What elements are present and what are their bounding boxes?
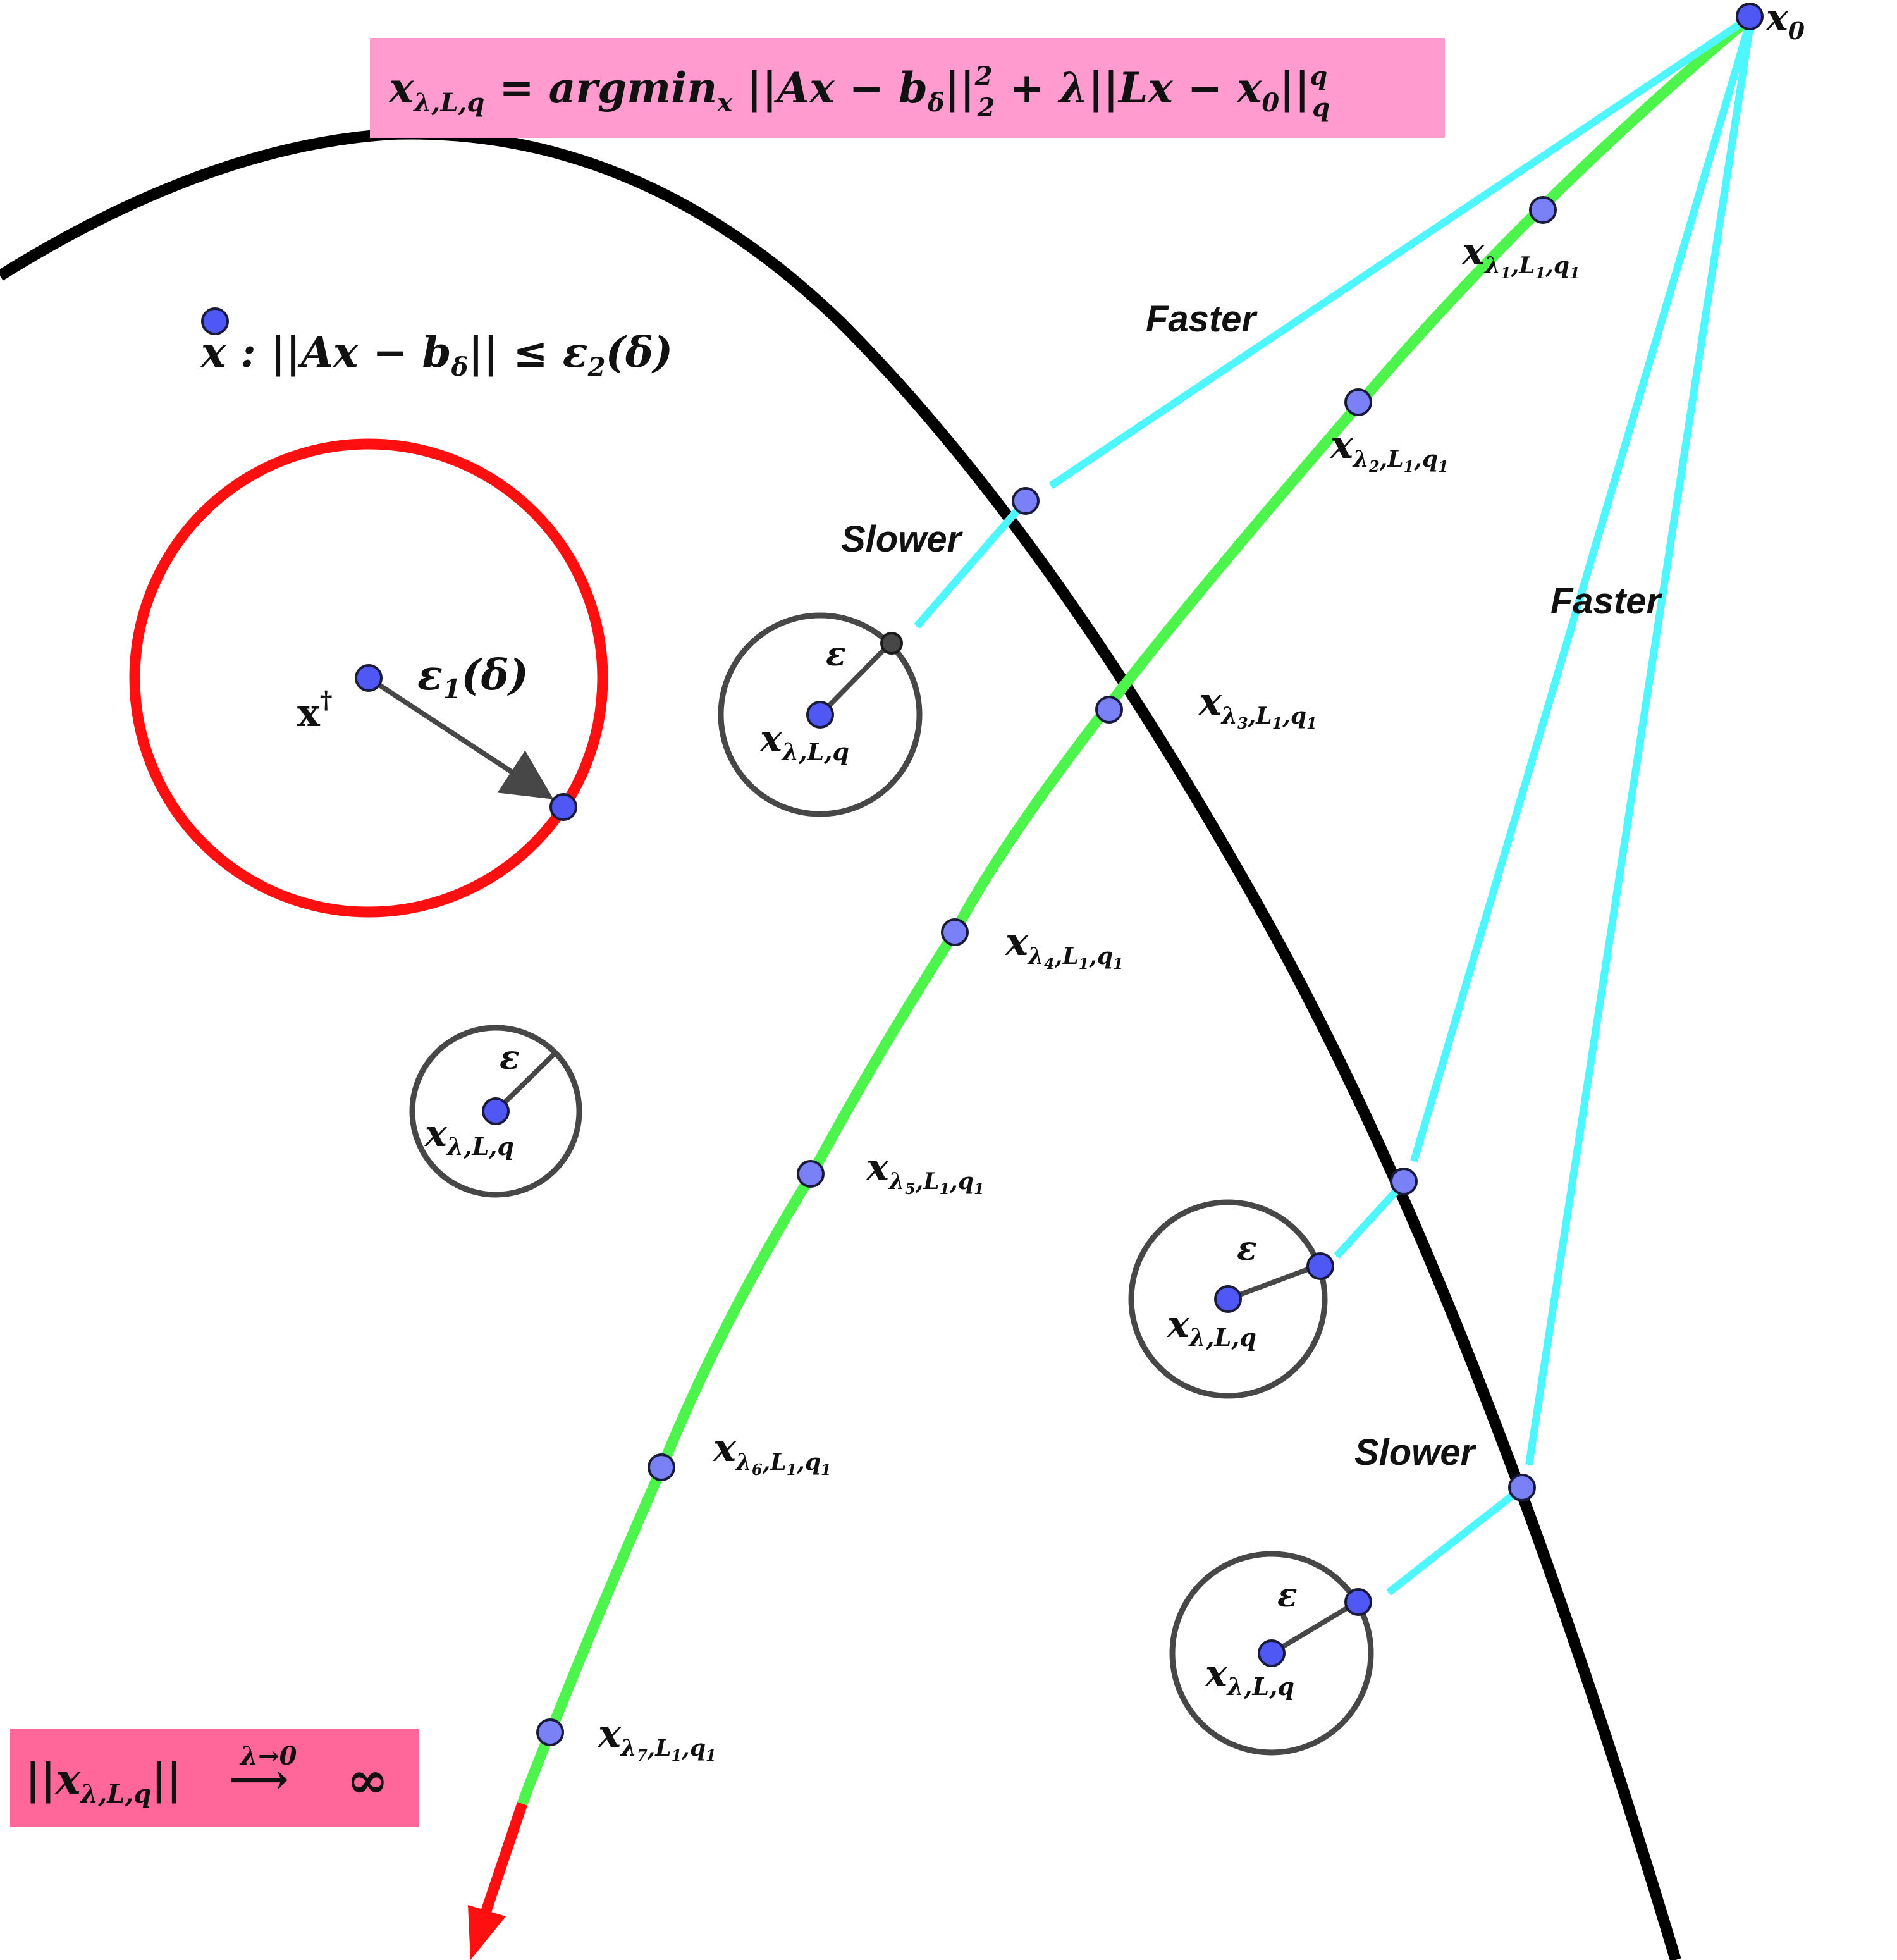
fast-arrow-2 [1410, 15, 1755, 1162]
truth-label: x† [297, 686, 333, 736]
divergence-tail [479, 1802, 528, 1918]
path-label-7: xλ7,L1,q1 [597, 1712, 716, 1765]
boundary-hit-2 [1390, 1168, 1418, 1195]
truth-circle [129, 438, 608, 918]
eps-labels: ε xλ,L,q ε xλ,L,q ε xλ,L,q ε xλ,L,q [424, 635, 1298, 1701]
truth-point [355, 664, 383, 692]
path-point-5 [797, 1160, 825, 1188]
limit-box-bg [10, 1729, 419, 1827]
limit-text: ||xλ,L,q|| [25, 1754, 181, 1809]
feasible-set-boundary [0, 128, 1681, 1960]
path-point-1 [1529, 196, 1557, 224]
limit-box: ||xλ,L,q|| λ→0 ⟶ ∞ [10, 1729, 419, 1827]
points [201, 3, 1764, 1746]
eps-edge-3 [1306, 1252, 1334, 1280]
faster-label-2: Faster [1550, 581, 1663, 622]
limit-infinity: ∞ [347, 1750, 389, 1809]
fast-arrow-1 [1048, 13, 1754, 489]
truth-radius-label: ε1(δ) [417, 650, 529, 705]
limit-arrow: ⟶ [229, 1754, 289, 1804]
truth-circle-point [549, 793, 577, 821]
x0-point [1736, 3, 1764, 30]
path-point-7 [536, 1718, 564, 1746]
eps-circle-1 [718, 612, 923, 817]
slower-label-1: Slower [841, 519, 964, 560]
fast-arrow-3 [1525, 16, 1755, 1466]
limit-arrow-over: λ→0 [239, 1741, 297, 1771]
regularization-path [517, 12, 1755, 1806]
eps-label-4: ε [1277, 1576, 1298, 1615]
slow-arrow-1 [914, 498, 1029, 629]
eps-center-4 [1258, 1639, 1286, 1667]
eps-label-3: ε [1237, 1230, 1257, 1268]
eps-circle-2 [409, 1025, 582, 1198]
divergence-arrowhead [468, 1905, 506, 1960]
feasible-point [201, 307, 229, 335]
eps-radius-3 [1227, 1262, 1321, 1302]
eps-center-3 [1214, 1285, 1242, 1313]
feasible-set-label: x : ||Ax − bδ|| ≤ ε2(δ) [200, 328, 673, 382]
slow-arrow-3 [1386, 1484, 1525, 1596]
eps-circle-4 [1169, 1551, 1374, 1756]
eps-label-1: ε [826, 635, 846, 674]
formula-box-bg [370, 38, 1445, 138]
eps-radius-2 [494, 1050, 558, 1113]
path-label-1: xλ1,L1,q1 [1461, 230, 1580, 282]
x0-label: x0 [1765, 0, 1805, 45]
eps-center-1 [806, 701, 834, 729]
eps-center-label-2: xλ,L,q [424, 1112, 514, 1161]
path-label-5: xλ5,L1,q1 [865, 1145, 985, 1198]
eps-radius-4 [1270, 1599, 1360, 1656]
eps-label-2: ε [500, 1039, 520, 1077]
path-label-2: xλ2,L1,q1 [1329, 423, 1449, 476]
path-point-4 [941, 918, 969, 946]
eps-radius-1 [818, 641, 892, 717]
faster-label-1: Faster [1146, 299, 1258, 340]
path-point-6 [648, 1453, 675, 1481]
eps-center-label-4: xλ,L,q [1204, 1652, 1294, 1701]
slow-arrow-2 [1334, 1180, 1407, 1259]
eps-center-2 [482, 1097, 510, 1125]
eps-center-label-1: xλ,L,q [759, 717, 849, 766]
eps-edge-1 [880, 632, 903, 655]
eps-circle-3 [1128, 1199, 1328, 1399]
path-label-4: xλ4,L1,q1 [1004, 920, 1124, 973]
path-label-6: xλ6,L1,q1 [712, 1426, 832, 1479]
slower-label-2: Slower [1354, 1432, 1477, 1473]
eps-edge-4 [1344, 1588, 1372, 1616]
boundary-hit-1 [1012, 487, 1040, 515]
path-point-2 [1344, 388, 1372, 416]
truth-radius [367, 675, 554, 799]
path-point-3 [1095, 696, 1123, 724]
boundary-hit-3 [1508, 1474, 1536, 1501]
eps-center-label-3: xλ,L,q [1166, 1303, 1256, 1352]
path-labels: xλ1,L1,q1 xλ2,L1,q1 xλ3,L1,q1 xλ4,L1,q1 … [597, 230, 1580, 1765]
path-label-3: xλ3,L1,q1 [1198, 680, 1317, 732]
